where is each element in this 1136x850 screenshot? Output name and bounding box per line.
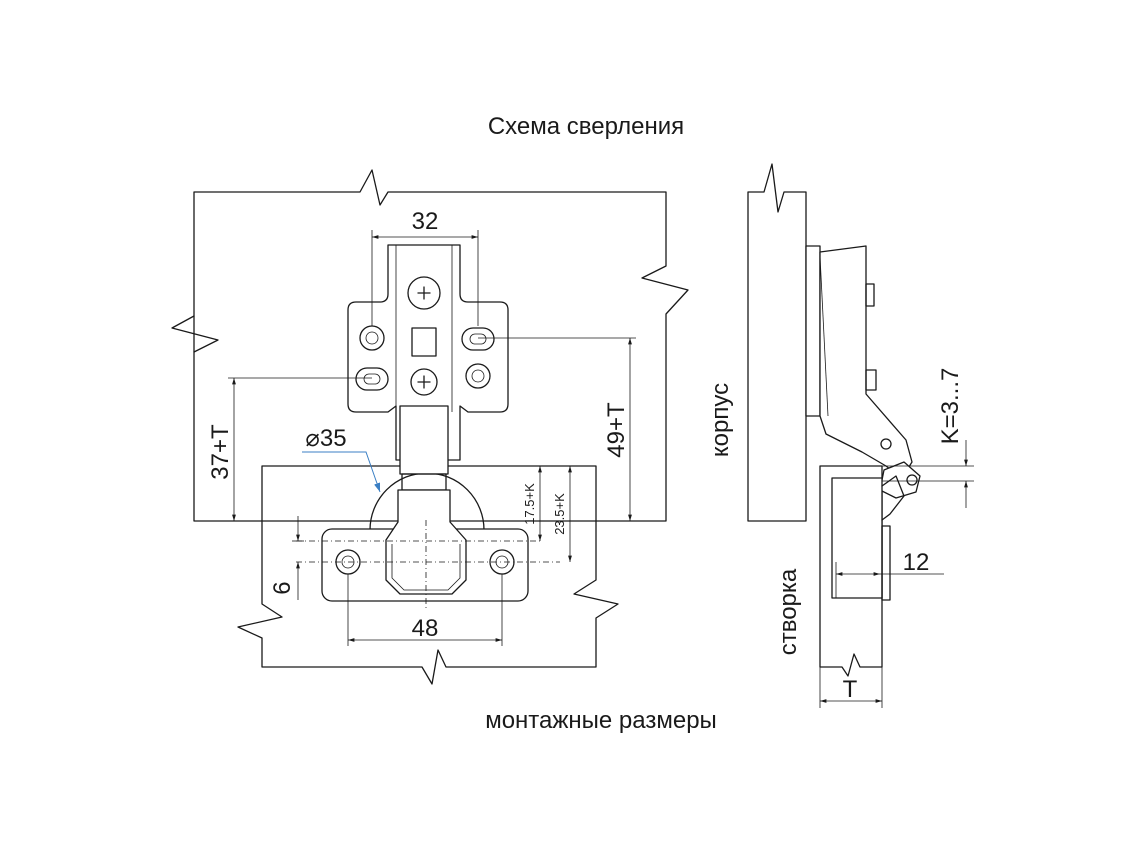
dim-48-label: 48 <box>412 615 439 642</box>
side-cup-flange <box>881 525 891 601</box>
hinge-arm <box>399 405 449 475</box>
dim-cup-diameter-label: ⌀35 <box>305 425 346 452</box>
cabinet-panel-outline <box>193 169 689 522</box>
dim-6-label: 6 <box>269 581 296 594</box>
side-arm-tab-top <box>865 283 875 307</box>
side-arm-edge <box>819 255 829 417</box>
dim-K-label: K=3...7 <box>937 368 964 445</box>
plate-slot-left <box>355 367 389 391</box>
side-mounting-plate <box>805 245 821 417</box>
side-pivot-icon <box>880 438 892 450</box>
diagram-title: Схема сверления <box>488 113 684 140</box>
plate-hole-right-bottom-inner <box>471 369 485 383</box>
plate-slot-left-inner <box>363 373 381 385</box>
dim-12-label: 12 <box>903 549 930 576</box>
side-cup-body <box>831 477 883 599</box>
screw-cross-bottom <box>417 375 431 389</box>
screw-cross-top <box>417 286 431 300</box>
square-slot <box>411 327 437 357</box>
side-hinge-arm <box>819 245 913 479</box>
cup-diameter-leader <box>302 451 381 493</box>
plate-slot-right <box>461 327 495 351</box>
dim-17-5K-label: 17.5+K <box>522 483 537 525</box>
plate-hole-left-top-inner <box>365 331 379 345</box>
side-cup-neck <box>881 475 905 521</box>
cabinet-label: корпус <box>707 383 734 457</box>
side-cabinet-outline <box>747 163 807 522</box>
side-link-pin-icon <box>906 474 918 486</box>
mounting-dimensions-caption: монтажные размеры <box>485 707 717 734</box>
dim-37T-label: 37+T <box>207 424 234 480</box>
dim-T-label: T <box>843 676 858 703</box>
dim-49T-label: 49+T <box>603 402 630 458</box>
door-panel-outline <box>237 465 619 685</box>
plate-slot-right-inner <box>469 333 487 345</box>
dim-32-label: 32 <box>412 208 439 235</box>
door-label: створка <box>775 568 802 655</box>
mounting-plate <box>347 244 509 461</box>
adjust-screw-icon <box>410 368 438 396</box>
top-screw-icon <box>407 276 441 310</box>
dim-23-5K-label: 23.5+K <box>552 493 567 535</box>
plate-hole-right-bottom <box>465 363 491 389</box>
hinge-front-view <box>296 244 560 610</box>
cabinet-panel-break-left <box>171 315 219 353</box>
side-hinge-link <box>879 461 921 499</box>
hinge-side-view <box>805 245 921 601</box>
side-arm-tab-bottom <box>865 369 877 391</box>
